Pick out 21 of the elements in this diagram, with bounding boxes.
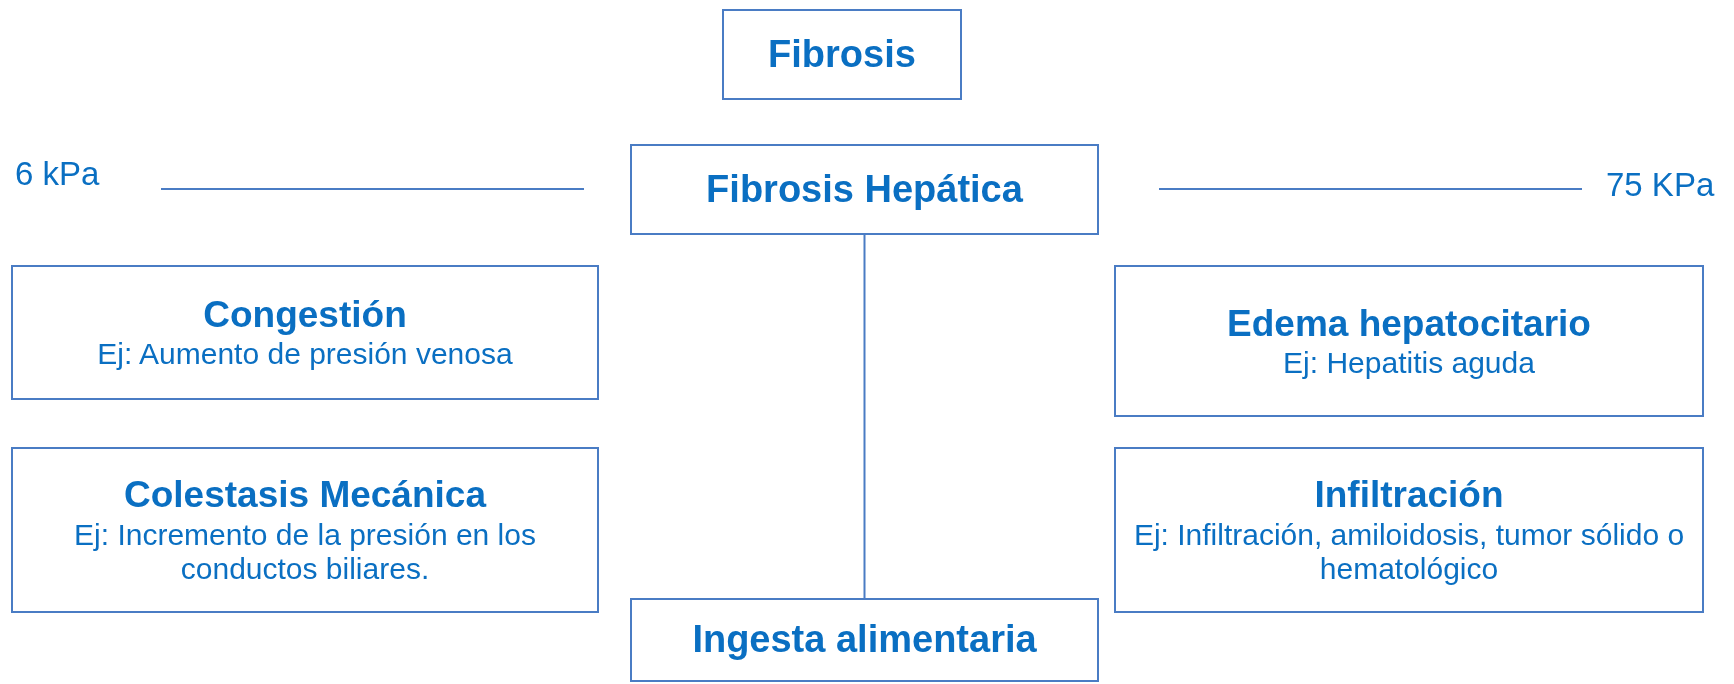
text-box [1114, 447, 1704, 613]
box-title: Infiltración [1314, 473, 1504, 518]
box-example: Ej: Hepatitis aguda [1283, 345, 1535, 381]
box-example: Ej: Infiltración, amiloidosis, tumor sólido o hematológico [1132, 517, 1686, 587]
text-box [11, 447, 599, 613]
box-example: Ej: Aumento de presión venosa [97, 337, 513, 372]
box-title: Ingesta alimentaria [692, 617, 1037, 663]
text-box [630, 598, 1099, 682]
box-title: Fibrosis [768, 31, 916, 77]
connector-line [863, 234, 866, 599]
box-title: Edema hepatocitario [1227, 301, 1591, 346]
box-example: Ej: Incremento de la presión en los conductos biliares. [73, 517, 537, 587]
text-box [722, 9, 962, 100]
scale-value: 6 kPa [15, 155, 100, 193]
scale-value: 75 KPa [1606, 166, 1715, 204]
text-box [1114, 265, 1704, 417]
box-title: Fibrosis Hepática [706, 166, 1023, 212]
box-title: Colestasis Mecánica [124, 473, 486, 518]
text-box [11, 265, 599, 400]
text-box [630, 144, 1099, 235]
box-title: Congestión [203, 293, 407, 338]
